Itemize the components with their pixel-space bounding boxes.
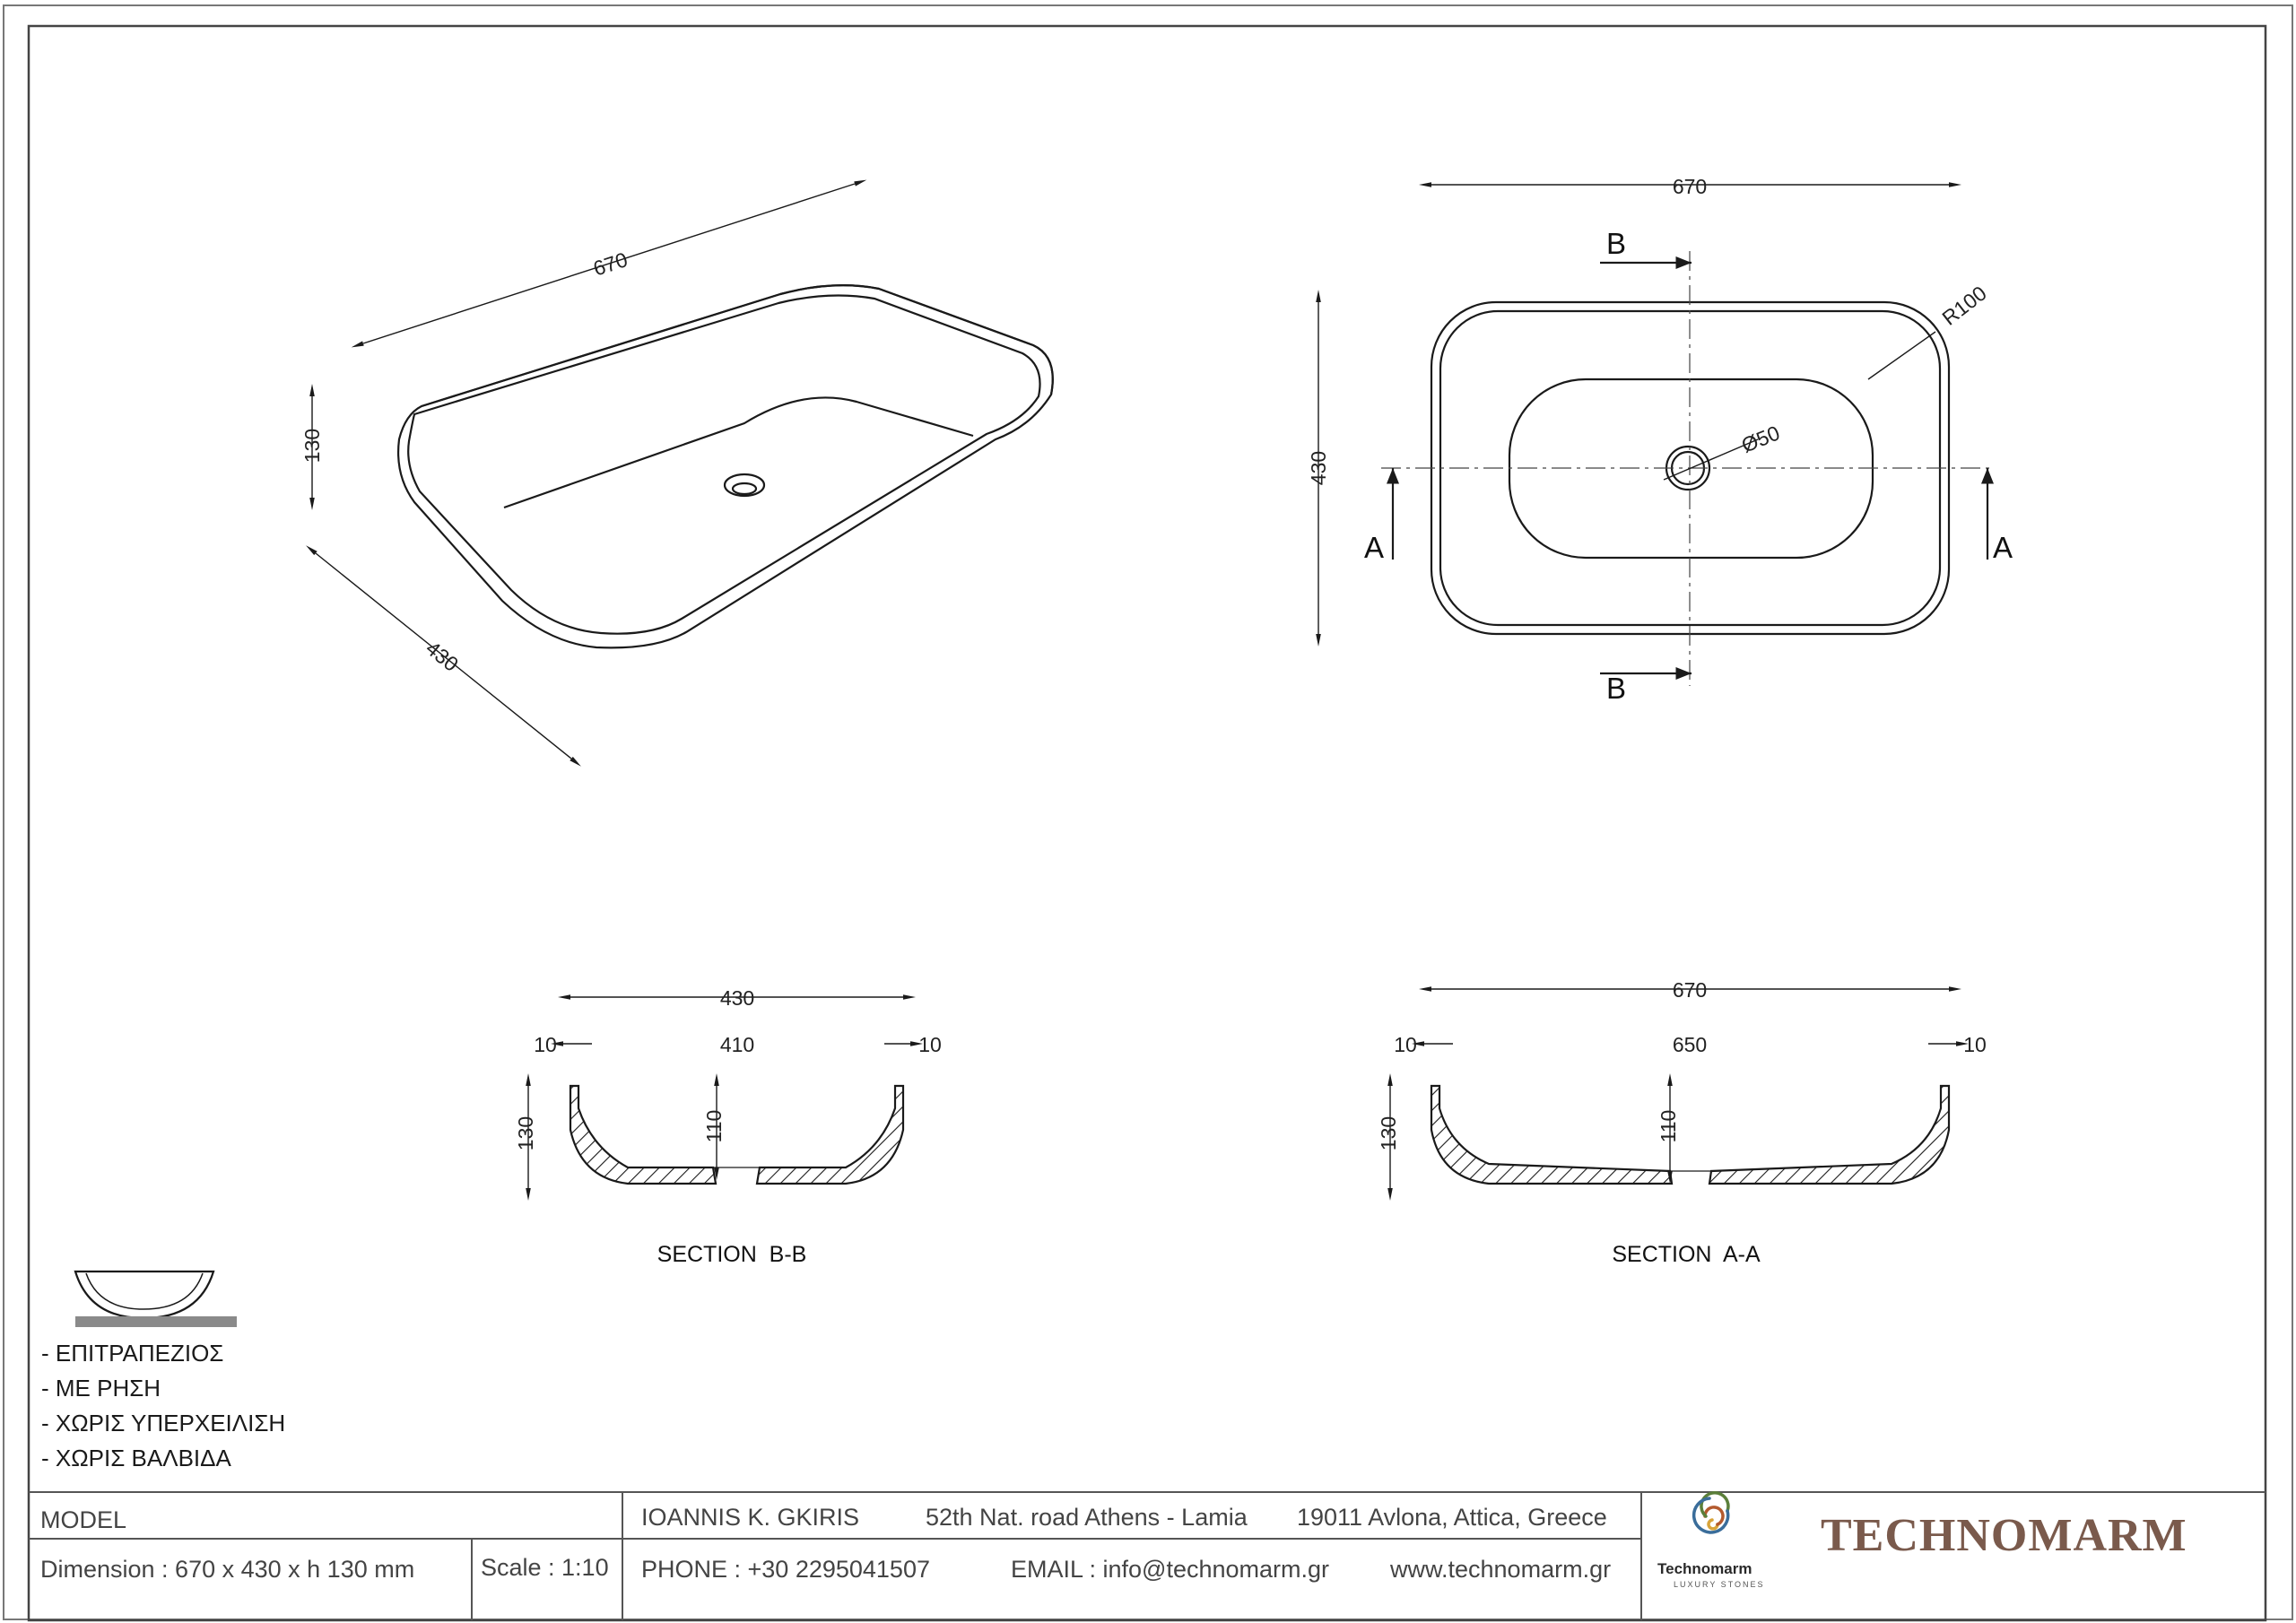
- website-link[interactable]: www.technomarm.gr: [1390, 1556, 1612, 1583]
- note-no-valve: - ΧΩΡΙΣ ΒΑΛΒΙΔΑ: [41, 1445, 231, 1471]
- plan-dimensions: [1316, 182, 1961, 647]
- aa-left-label: 10: [1394, 1033, 1417, 1056]
- section-mark-b-top: B: [1606, 227, 1626, 260]
- section-mark-a-right: A: [1993, 531, 2013, 564]
- note-with-flow: - ΜΕ ΡΗΣΗ: [41, 1375, 161, 1402]
- bb-left-label: 10: [534, 1033, 557, 1056]
- company-name: IOANNIS K. GKIRIS: [641, 1504, 860, 1531]
- aa-right-label: 10: [1963, 1033, 1987, 1056]
- technomarm-logo-icon: [1692, 1491, 1730, 1534]
- iso-width-label: 430: [422, 637, 463, 676]
- scale-text: Scale : 1:10: [481, 1554, 609, 1581]
- logo-tagline: LUXURY STONES: [1674, 1580, 1765, 1589]
- installation-notes: - ΕΠΙΤΡΑΠΕΖΙΟΣ - ΜΕ ΡΗΣΗ - ΧΩΡΙΣ ΥΠΕΡΧΕΙ…: [41, 1336, 285, 1476]
- company-address: 19011 Avlona, Attica, Greece: [1297, 1504, 1607, 1531]
- aa-total-label: 670: [1673, 978, 1707, 1002]
- title-block-grid: [29, 1491, 2266, 1620]
- iso-height-label: 130: [300, 429, 324, 463]
- plan-radius-label: R100: [1937, 282, 1990, 330]
- plan-width-label: 430: [1307, 451, 1330, 485]
- section-arrows: [1386, 256, 1995, 681]
- section-bb-dimensions: [526, 994, 923, 1201]
- section-bb-profile: [569, 1084, 905, 1185]
- phone-text: PHONE : +30 2295041507: [641, 1556, 930, 1583]
- section-aa-profile: [1430, 1084, 1951, 1185]
- plan-length-label: 670: [1673, 175, 1707, 198]
- section-mark-a-left: A: [1364, 531, 1384, 564]
- bb-inner-label: 410: [720, 1033, 754, 1056]
- aa-inner-label: 650: [1673, 1033, 1707, 1056]
- isometric-view: [397, 284, 1054, 649]
- dimension-text: Dimension : 670 x 430 x h 130 mm: [40, 1556, 415, 1583]
- section-aa-title: SECTION A-A: [1612, 1242, 1761, 1267]
- bb-depth-label: 110: [702, 1110, 726, 1143]
- plan-drain-label: Ø50: [1738, 421, 1783, 456]
- bb-right-label: 10: [918, 1033, 942, 1056]
- email-link[interactable]: EMAIL : info@technomarm.gr: [1011, 1556, 1330, 1583]
- aa-height-label: 130: [1377, 1116, 1400, 1150]
- model-label: MODEL: [40, 1506, 127, 1533]
- section-mark-b-bottom: B: [1606, 672, 1626, 705]
- company-road: 52th Nat. road Athens - Lamia: [926, 1504, 1248, 1531]
- section-aa-dimensions: [1387, 986, 1969, 1201]
- logo-wordmark: Technomarm: [1657, 1560, 1752, 1577]
- section-bb-title: SECTION B-B: [657, 1242, 807, 1267]
- iso-length-label: 670: [590, 247, 631, 281]
- countertop-basin-icon: [74, 1270, 237, 1327]
- isometric-dimensions: [306, 179, 867, 767]
- outer-border: [3, 4, 2293, 1620]
- bb-height-label: 130: [514, 1116, 537, 1150]
- brand-wordmark: TECHNOMARM: [1821, 1510, 2187, 1561]
- drawing-frame: [27, 24, 2267, 1622]
- aa-depth-label: 110: [1657, 1110, 1680, 1143]
- bb-total-label: 430: [720, 986, 754, 1010]
- note-countertop: - ΕΠΙΤΡΑΠΕΖΙΟΣ: [41, 1340, 224, 1367]
- note-no-overflow: - ΧΩΡΙΣ ΥΠΕΡΧΕΙΛΙΣΗ: [41, 1410, 286, 1436]
